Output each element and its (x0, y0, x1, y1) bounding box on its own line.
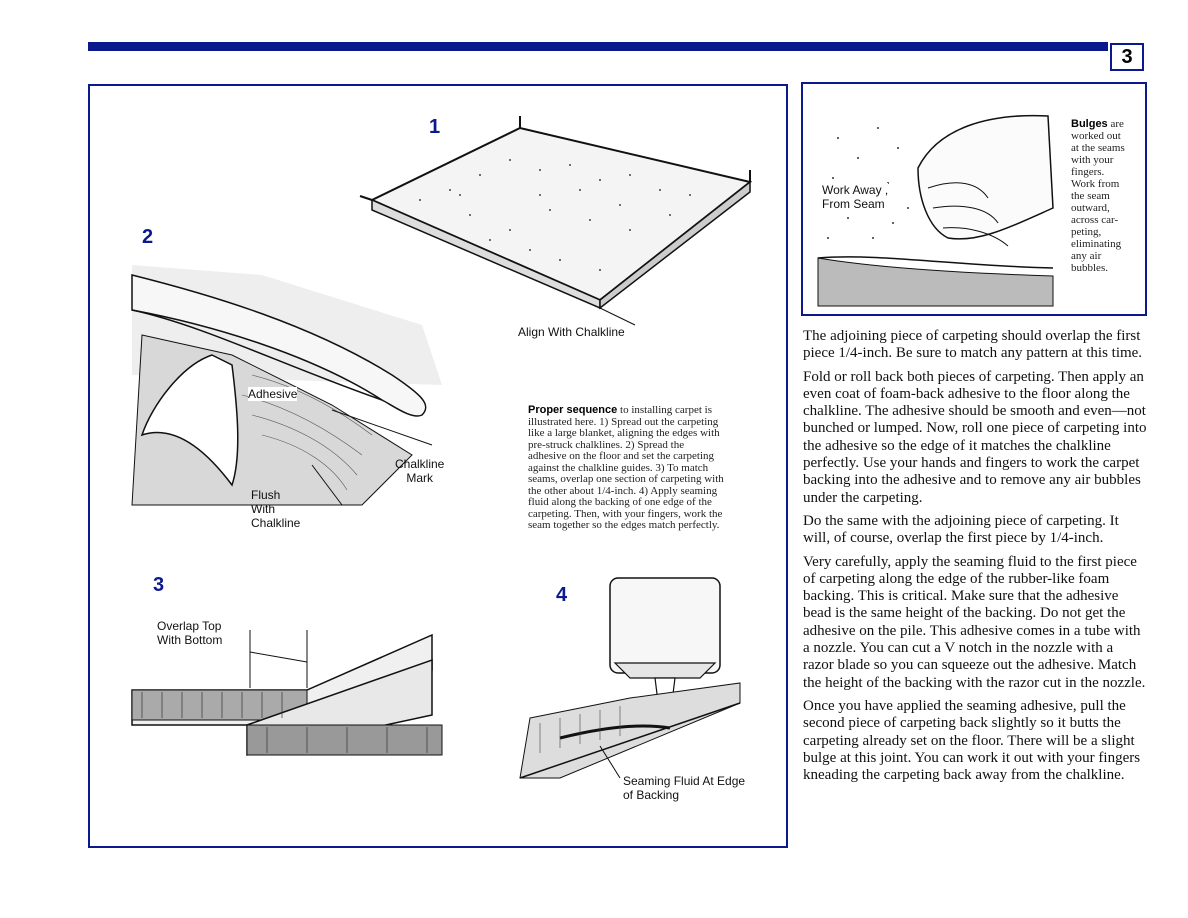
sequence-caption: Proper sequence to installing carpet is … (528, 404, 724, 531)
page-number: 3 (1110, 43, 1144, 71)
figure-1-number: 1 (429, 116, 441, 138)
body-paragraph: The adjoining piece of carpeting should … (803, 328, 1143, 362)
figure-3-number: 3 (153, 574, 165, 596)
figure-4-number: 4 (556, 584, 568, 606)
body-paragraph: Very carefully, apply the seaming fluid … (803, 553, 1146, 691)
inset-label: Work Away , From Seam (822, 183, 889, 211)
figure-4-illustration (519, 577, 741, 779)
header-rule (88, 42, 1108, 51)
body-text: The adjoining piece of carpeting should … (803, 328, 1147, 790)
figure-2-label-chalkline-mark: Chalkline Mark (395, 457, 445, 485)
inset-panel (801, 82, 1147, 316)
caption-lead: Proper sequence (528, 404, 618, 416)
figure-3-label: Overlap Top With Bottom (157, 619, 223, 647)
body-paragraph: Fold or roll back both pieces of carpeti… (803, 368, 1147, 506)
figure-4-label: Seaming Fluid At Edge of Backing (623, 774, 746, 802)
body-paragraph: Once you have applied the seaming adhesi… (803, 697, 1141, 784)
body-paragraph: Do the same with the adjoining piece of … (803, 512, 1119, 547)
figure-1-illustration (359, 116, 753, 326)
figure-1-label: Align With Chalkline (518, 325, 625, 339)
bulges-lead: Bulges (1071, 118, 1108, 130)
figure-2-illustration (131, 265, 442, 506)
figure-2-number: 2 (142, 226, 154, 248)
figure-2-label-flush: Flush With Chalkline (251, 488, 301, 530)
illustration-panel (88, 84, 788, 848)
inset-illustration (817, 114, 1054, 307)
figure-3-illustration (131, 630, 443, 756)
bulges-caption: Bulges are worked out at the seams with … (1071, 118, 1125, 274)
figure-2-label-adhesive: Adhesive (248, 387, 298, 401)
